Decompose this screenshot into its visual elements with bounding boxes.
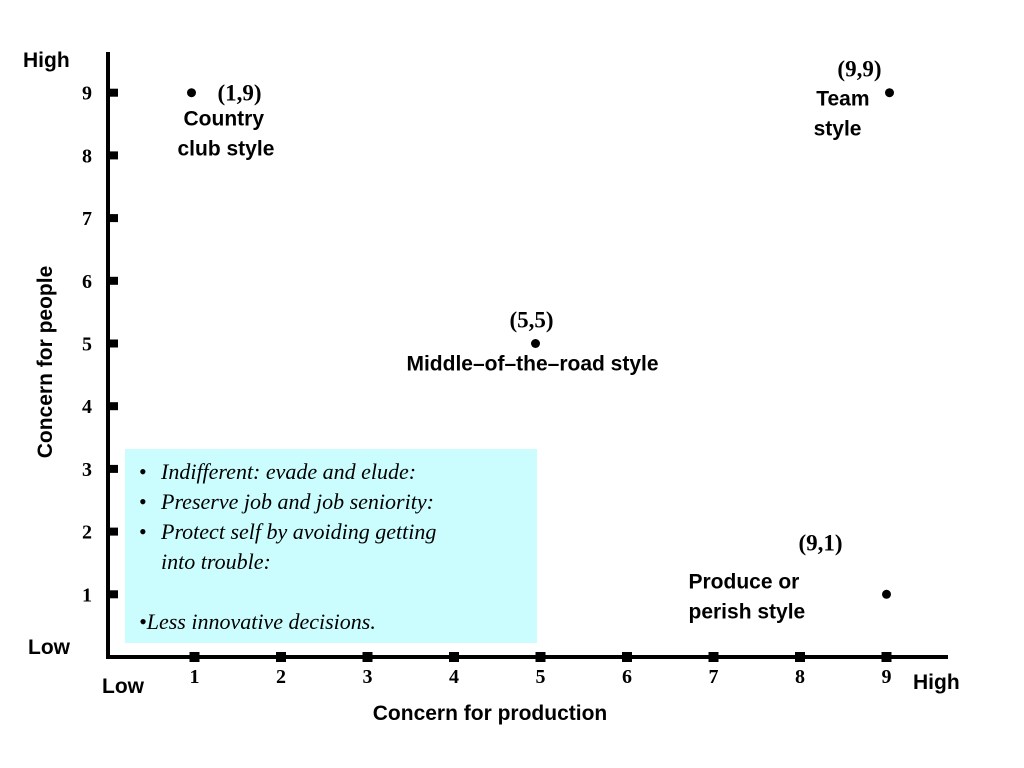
y-tick-label: 1 (82, 584, 92, 606)
data-point (885, 88, 894, 98)
y-tick-label: 9 (82, 83, 92, 105)
note-bullet-text: Preserve job and job seniority: (161, 489, 434, 514)
y-tick-label: 3 (82, 459, 92, 481)
y-tick-label: 4 (82, 396, 92, 418)
note-bullet-text: Indifferent: evade and elude: (161, 459, 417, 484)
y-high-label: High (23, 49, 70, 72)
point-style-label: Produce or (689, 570, 800, 593)
y-tick-mark (110, 464, 118, 473)
x-tick-label: 9 (882, 666, 892, 688)
x-tick-label: 8 (795, 666, 805, 688)
point-style-label: style (814, 118, 862, 141)
y-tick-label: 8 (82, 145, 92, 167)
note-bullet: •Indifferent: evade and elude: (139, 457, 525, 487)
y-tick-label: 6 (82, 271, 92, 293)
y-tick-label: 2 (82, 522, 92, 544)
x-tick-label: 3 (363, 666, 373, 688)
point-style-label: Team (816, 88, 869, 111)
y-tick-label: 7 (82, 208, 92, 230)
x-tick-mark (449, 652, 459, 662)
y-tick-mark (110, 590, 118, 599)
x-tick-label: 1 (190, 666, 200, 688)
note-bullet-continuation: into trouble: (161, 549, 271, 574)
x-tick-label: 5 (536, 666, 546, 688)
point-coord-label: (1,9) (218, 81, 262, 106)
note-last-line: •Less innovative decisions. (139, 609, 376, 634)
x-tick-mark (708, 652, 719, 662)
x-tick-label: 2 (276, 666, 286, 688)
y-tick-label: 5 (82, 334, 92, 356)
x-tick-mark (535, 652, 546, 662)
note-bullet: •Protect self by avoiding getting (139, 517, 525, 547)
point-style-label: Country (184, 108, 265, 131)
note-bullet: •Preserve job and job seniority: (139, 487, 525, 517)
x-tick-mark (189, 652, 200, 662)
data-point (882, 589, 891, 599)
x-tick-label: 4 (449, 666, 459, 688)
point-style-label: Middle–of–the–road style (406, 353, 658, 376)
y-tick-mark (110, 276, 118, 285)
x-tick-mark (881, 652, 892, 662)
y-tick-mark (110, 527, 118, 536)
x-tick-label: 6 (622, 666, 632, 688)
x-tick-mark (622, 652, 632, 662)
point-style-label: club style (178, 138, 275, 161)
x-high-label: High (913, 671, 960, 694)
y-tick-mark (110, 402, 118, 411)
y-tick-mark (110, 339, 118, 348)
data-point (531, 339, 540, 348)
x-tick-mark (362, 652, 373, 662)
x-tick-mark (276, 652, 286, 662)
point-style-label: perish style (689, 600, 806, 623)
note-bullet-text: Protect self by avoiding getting (161, 519, 437, 544)
x-low-label: Low (102, 675, 145, 698)
x-axis-title: Concern for production (373, 702, 608, 725)
point-coord-label: (9,9) (837, 57, 881, 82)
y-axis-title: Concern for people (34, 266, 57, 459)
y-tick-mark (110, 88, 118, 97)
x-tick-label: 7 (709, 666, 719, 688)
impoverished-style-note: •Indifferent: evade and elude: •Preserve… (125, 449, 537, 643)
data-point (187, 88, 196, 98)
y-low-label: Low (28, 636, 71, 659)
point-coord-label: (9,1) (798, 530, 842, 555)
y-tick-mark (110, 151, 118, 160)
x-tick-mark (795, 652, 805, 662)
point-coord-label: (5,5) (509, 308, 553, 333)
y-tick-mark (110, 214, 118, 223)
